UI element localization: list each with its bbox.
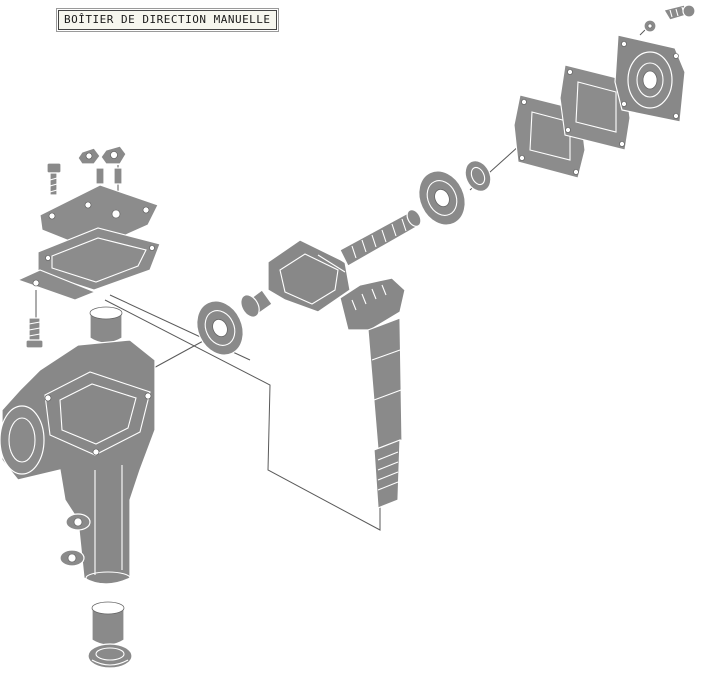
end-cover-washer: [643, 19, 657, 33]
sector-shaft: [339, 277, 406, 509]
cover-nut-1: [77, 147, 101, 165]
worm-shaft-assembly: [240, 209, 422, 319]
adjuster-screw: [25, 317, 44, 349]
end-cover-flange: [614, 34, 686, 123]
shaft-seal: [464, 160, 492, 192]
worm-bearing-lower: [196, 300, 244, 356]
cover-stud: [95, 167, 123, 185]
lower-bushing: [91, 601, 125, 646]
lower-seal: [87, 643, 133, 669]
cover-nut-2: [100, 145, 127, 165]
cover-bolt-left: [46, 162, 62, 196]
diagram-title: BOÎTIER DE DIRECTION MANUELLE: [56, 8, 279, 32]
adjuster-plate: [16, 269, 97, 301]
steering-gear-housing: [0, 306, 156, 585]
worm-bearing-upper: [418, 170, 466, 226]
end-cover-bolt: [663, 4, 696, 21]
